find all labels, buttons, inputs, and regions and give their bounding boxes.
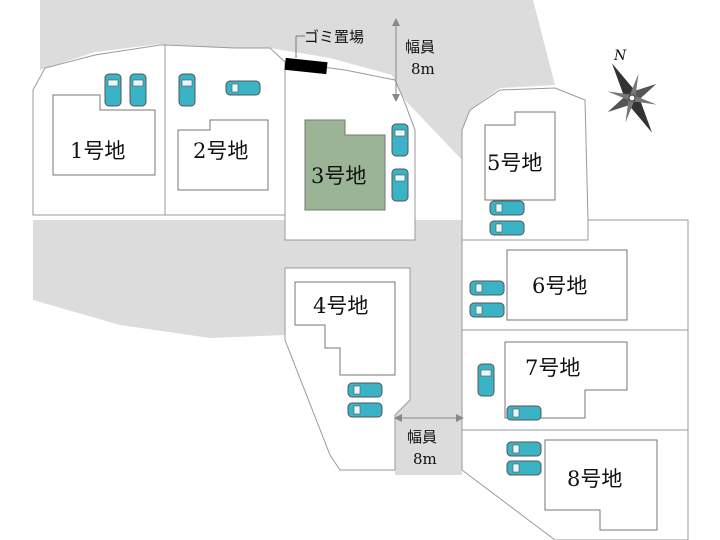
car-window: [480, 369, 492, 377]
car-window: [512, 463, 520, 473]
road-width-north: 幅員 8m: [392, 18, 435, 102]
road-width-south: 幅員 8m: [394, 414, 464, 468]
compass-rose-icon: N: [607, 48, 657, 133]
car-body: [489, 220, 525, 236]
car-window: [353, 405, 361, 415]
lot-labels: 1号地 2号地 3号地 4号地 5号地 6号地 7号地 8号地: [70, 139, 622, 491]
car-window: [495, 223, 503, 233]
road-width-south-line2: 8m: [413, 450, 437, 468]
compass-arrow-north: [612, 63, 635, 98]
road-width-north-line1: 幅員: [405, 38, 435, 56]
car-body: [178, 73, 196, 107]
car-window: [394, 174, 406, 182]
garbage-station-label: ゴミ置場: [304, 28, 364, 46]
buildings: [52, 94, 658, 531]
road-width-south-arrow-left: [394, 414, 402, 422]
car-icon: [477, 363, 495, 397]
garbage-box: [284, 57, 328, 75]
car-body: [347, 382, 383, 398]
lot1-label[interactable]: 1号地: [70, 139, 125, 163]
compass-arrow-west: [607, 96, 632, 112]
lot5-building: [484, 111, 556, 201]
car-window: [475, 283, 483, 293]
compass-north-label: N: [613, 48, 627, 64]
car-icon: [489, 220, 525, 236]
car-body: [506, 441, 542, 457]
lot5-label[interactable]: 5号地: [487, 151, 542, 175]
car-body: [477, 363, 495, 397]
lot7-building: [504, 341, 628, 419]
road-width-north-arrow-bottom: [392, 94, 400, 102]
car-window: [495, 203, 503, 213]
car-icon: [129, 73, 147, 107]
road-width-north-line2: 8m: [411, 60, 435, 78]
car-window: [132, 79, 144, 87]
car-window: [394, 129, 406, 137]
car-icon: [506, 460, 542, 476]
compass-arrow-sw: [625, 98, 634, 123]
lot8-building: [544, 439, 658, 531]
car-icon: [391, 123, 409, 157]
lot3-building[interactable]: [304, 119, 386, 211]
roads: [33, 0, 555, 475]
car-body: [506, 460, 542, 476]
lot6-building: [506, 249, 628, 321]
lot4-building: [294, 281, 396, 376]
car-icon: [489, 200, 525, 216]
car-icon: [469, 280, 505, 296]
car-body: [469, 280, 505, 296]
road-top: [40, 0, 555, 160]
car-window: [231, 83, 239, 93]
lot2-label[interactable]: 2号地: [193, 139, 248, 163]
road-width-north-arrow-top: [392, 18, 400, 26]
parking-cars: [104, 73, 542, 476]
lot3-label[interactable]: 3号地: [311, 164, 366, 188]
lot1-building: [52, 94, 156, 176]
garbage-station: ゴミ置場: [284, 28, 364, 75]
road-middle-west: [33, 220, 462, 338]
lot2-building: [177, 119, 269, 191]
car-icon: [391, 168, 409, 202]
car-body: [391, 168, 409, 202]
car-body: [129, 73, 147, 107]
car-icon: [347, 402, 383, 418]
car-icon: [506, 441, 542, 457]
lot7-label[interactable]: 7号地: [525, 356, 580, 380]
car-window: [353, 385, 361, 395]
compass-arrow-se: [632, 96, 657, 105]
car-icon: [178, 73, 196, 107]
car-body: [489, 200, 525, 216]
car-body: [506, 405, 542, 421]
road-width-south-arrow-right: [456, 414, 464, 422]
lot4-label[interactable]: 4号地: [313, 294, 368, 318]
car-icon: [469, 302, 505, 318]
car-window: [475, 305, 483, 315]
car-icon: [347, 382, 383, 398]
car-icon: [104, 73, 122, 107]
car-window: [181, 79, 193, 87]
car-body: [347, 402, 383, 418]
compass-arrow-east: [632, 84, 657, 100]
compass-arrow-nw: [607, 91, 632, 100]
car-icon: [225, 80, 261, 96]
car-body: [225, 80, 261, 96]
road-width-south-line1: 幅員: [407, 428, 437, 446]
lot8-label[interactable]: 8号地: [567, 467, 622, 491]
car-window: [107, 79, 119, 87]
road-vertical: [395, 240, 462, 475]
car-window: [512, 408, 520, 418]
compass-center: [628, 94, 636, 102]
compass-arrow-ne: [630, 73, 639, 98]
car-icon: [506, 405, 542, 421]
car-window: [512, 444, 520, 454]
car-body: [391, 123, 409, 157]
lot6-label[interactable]: 6号地: [532, 274, 587, 298]
compass-arrow-south: [629, 98, 652, 133]
car-body: [104, 73, 122, 107]
car-body: [469, 302, 505, 318]
